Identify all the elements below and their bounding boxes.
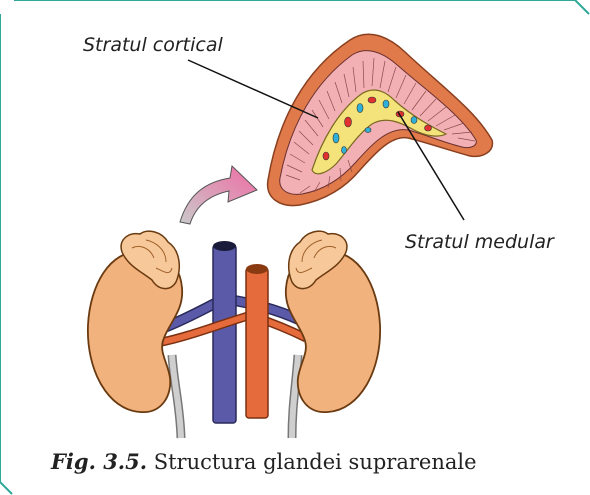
figure-caption: Fig. 3.5. Structura glandei suprarenale (51, 449, 477, 474)
kidneys-illustration (88, 231, 380, 438)
cortical-leader-line (188, 60, 318, 118)
adrenal-cross-section (268, 34, 493, 205)
aorta (246, 268, 268, 418)
figure-caption-text: Structura glandei suprarenale (154, 450, 477, 474)
vena-cava (213, 245, 236, 423)
pointer-arrow (180, 166, 257, 224)
cortex-layer (280, 51, 477, 195)
figure-number: Fig. 3.5. (51, 449, 147, 474)
cortical-layer-label: Stratul cortical (83, 34, 223, 56)
medular-layer-label: Stratul medular (405, 231, 554, 253)
